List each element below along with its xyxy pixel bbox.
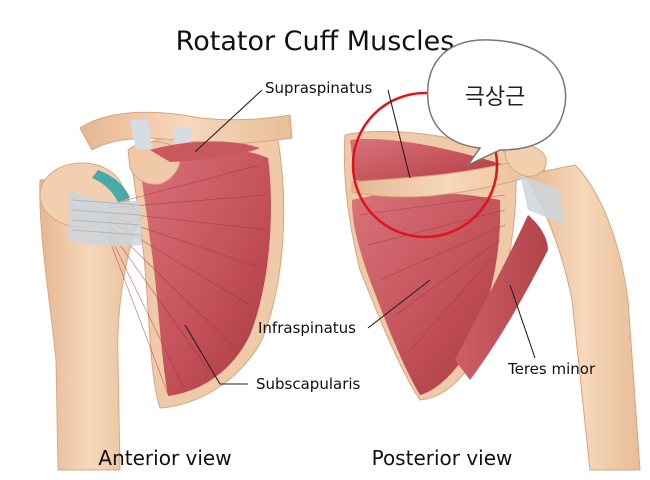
teres-minor-muscle: [455, 215, 548, 380]
anterior-shoulder: [39, 111, 293, 471]
joint-capsule: [92, 170, 130, 202]
leader-infraspinatus: [367, 279, 431, 329]
highlight-circle: [351, 91, 499, 239]
callout-bubble: 극상근: [426, 39, 567, 167]
caption-anterior-view: Anterior view: [98, 446, 231, 470]
leader-lines: [184, 89, 536, 385]
posterior-shoulder: [343, 91, 641, 471]
caption-posterior-view: Posterior view: [372, 446, 513, 470]
subscapularis-muscle: [140, 148, 271, 396]
leader-supraspinatus-anterior: [194, 89, 263, 153]
ligament: [130, 120, 152, 150]
label-subscapularis: Subscapularis: [256, 375, 361, 393]
supraspinatus-muscle-anterior: [150, 141, 260, 162]
leader-teres-minor: [509, 284, 536, 359]
page-title: Rotator Cuff Muscles: [176, 26, 455, 57]
leader-subscapularis: [184, 324, 248, 385]
callout-text: 극상근: [465, 85, 526, 110]
label-infraspinatus: Infraspinatus: [258, 319, 356, 337]
posterior-tendons: [520, 175, 565, 225]
leader-supraspinatus-posterior: [387, 89, 411, 179]
callout-shape: [426, 39, 567, 167]
label-teres-minor: Teres minor: [507, 360, 596, 378]
label-supraspinatus: Supraspinatus: [265, 79, 372, 97]
